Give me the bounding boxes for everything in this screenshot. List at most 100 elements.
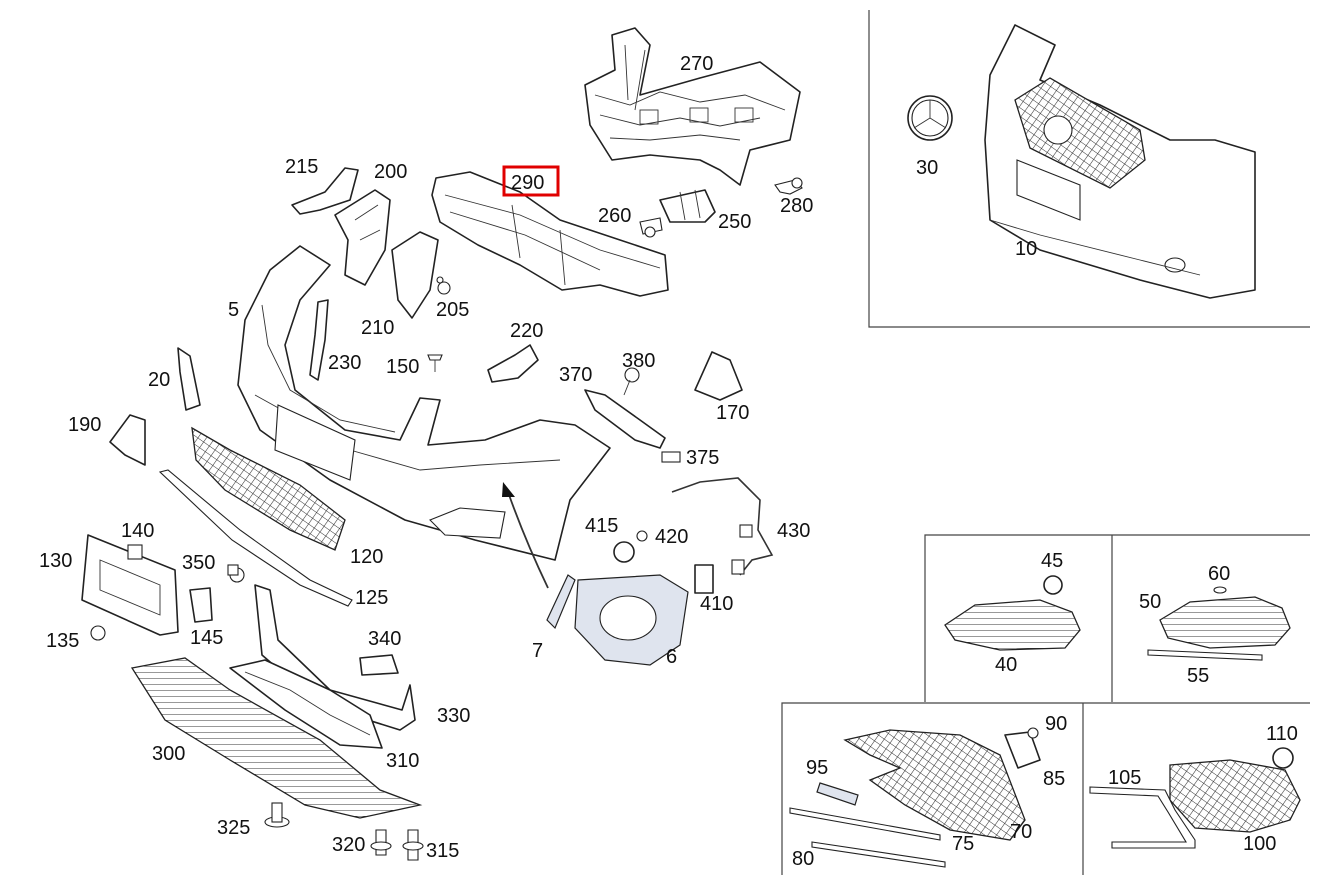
- callout-300[interactable]: 300: [152, 743, 185, 765]
- callout-215[interactable]: 215: [285, 156, 318, 178]
- part-220-bracket[interactable]: [487, 344, 539, 383]
- part-140-nut[interactable]: [127, 544, 143, 560]
- callout-90[interactable]: 90: [1045, 713, 1067, 735]
- part-105-trim[interactable]: [1089, 786, 1196, 849]
- callout-130[interactable]: 130: [39, 550, 72, 572]
- callout-6[interactable]: 6: [666, 646, 677, 668]
- part-340-bracket[interactable]: [359, 654, 399, 676]
- callout-80[interactable]: 80: [792, 848, 814, 870]
- part-190-bracket[interactable]: [109, 414, 146, 466]
- part-420-clip[interactable]: [636, 530, 648, 542]
- callout-200[interactable]: 200: [374, 161, 407, 183]
- part-60-clip[interactable]: [1213, 586, 1227, 594]
- part-210-bracket[interactable]: [391, 231, 439, 319]
- part-230-strip[interactable]: [309, 299, 329, 381]
- callout-170[interactable]: 170: [716, 402, 749, 424]
- callout-105[interactable]: 105: [1108, 767, 1141, 789]
- callout-340[interactable]: 340: [368, 628, 401, 650]
- part-290-absorber[interactable]: [431, 171, 669, 297]
- part-370-bracket[interactable]: [584, 389, 666, 449]
- callout-370[interactable]: 370: [559, 364, 592, 386]
- callout-290[interactable]: 290: [511, 172, 544, 194]
- part-270-bracket[interactable]: [584, 27, 801, 186]
- part-145-clip[interactable]: [189, 587, 213, 623]
- callout-270[interactable]: 270: [680, 53, 713, 75]
- part-6-fog-lamp-bracket[interactable]: [574, 574, 689, 666]
- part-320-rivet[interactable]: [370, 829, 392, 856]
- part-50-fog-grille[interactable]: [1159, 596, 1291, 649]
- part-200-bracket[interactable]: [334, 189, 391, 286]
- callout-320[interactable]: 320: [332, 834, 365, 856]
- part-135-screw[interactable]: [90, 625, 106, 641]
- part-410-sensor-holder[interactable]: [694, 564, 714, 594]
- part-430-wiring-harness[interactable]: [671, 477, 774, 576]
- part-350-screw[interactable]: [227, 564, 245, 583]
- callout-190[interactable]: 190: [68, 414, 101, 436]
- callout-60[interactable]: 60: [1208, 563, 1230, 585]
- callout-10[interactable]: 10: [1015, 238, 1037, 260]
- part-10-front-bumper-view[interactable]: [984, 24, 1256, 299]
- part-260-screw[interactable]: [639, 217, 663, 238]
- part-85-bracket[interactable]: [1004, 731, 1041, 769]
- part-40-fog-grille[interactable]: [944, 599, 1081, 651]
- part-75-trim-strip[interactable]: [789, 807, 941, 841]
- callout-220[interactable]: 220: [510, 320, 543, 342]
- callout-150[interactable]: 150: [386, 356, 419, 378]
- part-215-bracket[interactable]: [291, 167, 359, 215]
- callout-95[interactable]: 95: [806, 757, 828, 779]
- part-100-grille[interactable]: [1169, 759, 1301, 833]
- callout-310[interactable]: 310: [386, 750, 419, 772]
- part-95-clip[interactable]: [816, 782, 859, 806]
- part-280-clip[interactable]: [774, 177, 803, 195]
- callout-375[interactable]: 375: [686, 447, 719, 469]
- callout-330[interactable]: 330: [437, 705, 470, 727]
- part-130-license-plate-holder[interactable]: [81, 534, 179, 636]
- callout-205[interactable]: 205: [436, 299, 469, 321]
- callout-5[interactable]: 5: [228, 299, 239, 321]
- part-170-cover[interactable]: [694, 351, 743, 401]
- callout-50[interactable]: 50: [1139, 591, 1161, 613]
- part-45-fog-lamp[interactable]: [1043, 575, 1063, 595]
- part-300-underbody-panel[interactable]: [130, 657, 423, 819]
- callout-350[interactable]: 350: [182, 552, 215, 574]
- callout-7[interactable]: 7: [532, 640, 543, 662]
- callout-430[interactable]: 430: [777, 520, 810, 542]
- callout-210[interactable]: 210: [361, 317, 394, 339]
- callout-380[interactable]: 380: [622, 350, 655, 372]
- part-150-screw[interactable]: [427, 354, 443, 372]
- callout-135[interactable]: 135: [46, 630, 79, 652]
- part-110-fog-lamp[interactable]: [1272, 747, 1294, 769]
- part-55-trim-strip[interactable]: [1147, 649, 1263, 661]
- callout-75[interactable]: 75: [952, 833, 974, 855]
- part-120-lower-grille[interactable]: [191, 426, 346, 551]
- callout-260[interactable]: 260: [598, 205, 631, 227]
- part-325-clip[interactable]: [264, 802, 290, 828]
- callout-55[interactable]: 55: [1187, 665, 1209, 687]
- callout-110[interactable]: 110: [1266, 723, 1298, 745]
- part-415-sensor[interactable]: [613, 541, 635, 563]
- part-90-clip[interactable]: [1027, 727, 1039, 739]
- part-310-cover[interactable]: [229, 659, 383, 749]
- callout-230[interactable]: 230: [328, 352, 361, 374]
- callout-325[interactable]: 325: [217, 817, 250, 839]
- part-5-bumper-cover[interactable]: [237, 245, 611, 561]
- callout-250[interactable]: 250: [718, 211, 751, 233]
- part-380-screw[interactable]: [623, 367, 640, 396]
- part-250-holder[interactable]: [659, 189, 716, 223]
- part-70-grille[interactable]: [843, 729, 1026, 841]
- part-30-emblem[interactable]: [907, 95, 953, 141]
- part-375-clip[interactable]: [661, 451, 681, 463]
- part-80-trim-strip[interactable]: [811, 841, 946, 868]
- callout-120[interactable]: 120: [350, 546, 383, 568]
- part-205-clip[interactable]: [436, 276, 451, 295]
- callout-70[interactable]: 70: [1010, 821, 1032, 843]
- callout-20[interactable]: 20: [148, 369, 170, 391]
- part-7-trim[interactable]: [546, 574, 576, 630]
- callout-145[interactable]: 145: [190, 627, 223, 649]
- part-125-trim-strip[interactable]: [158, 469, 353, 607]
- callout-280[interactable]: 280: [780, 195, 813, 217]
- callout-410[interactable]: 410: [700, 593, 733, 615]
- callout-85[interactable]: 85: [1043, 768, 1065, 790]
- callout-420[interactable]: 420: [655, 526, 688, 548]
- callout-140[interactable]: 140: [121, 520, 154, 542]
